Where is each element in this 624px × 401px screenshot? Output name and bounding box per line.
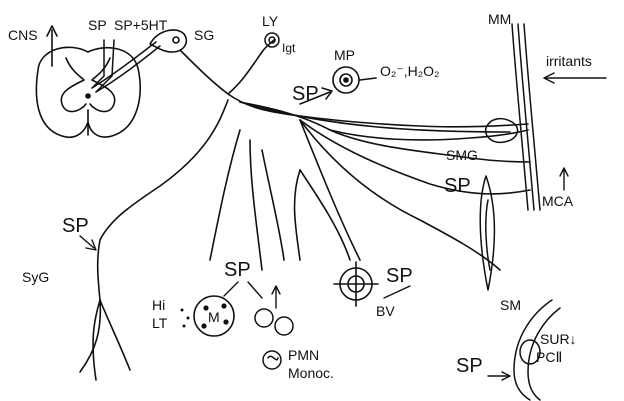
sp-arrow-mp (299, 87, 333, 105)
cns-arrow (46, 25, 58, 67)
sp-arrow-left (79, 235, 97, 251)
mca-arrow (559, 167, 569, 191)
label-sur: SUR↓ (540, 331, 577, 347)
label-mp: MP (334, 47, 355, 63)
label-cns: CNS (8, 27, 38, 43)
label-sp-top: SP (88, 17, 107, 33)
label-lt: LT (152, 315, 168, 331)
label-sp-smg: SP (444, 175, 471, 197)
m-cell (193, 295, 235, 337)
label-mm: MM (488, 11, 511, 27)
label-irritants: irritants (546, 53, 592, 69)
macrophage (332, 66, 377, 94)
lymphocyte (264, 32, 280, 48)
label-monoc: Monoc. (288, 365, 334, 381)
label-hi: Hi (152, 297, 165, 313)
label-smg: SMG (446, 147, 478, 163)
pmn-cells (254, 308, 294, 370)
nerve-branches (79, 39, 531, 381)
label-sp-bv: SP (386, 265, 413, 287)
smooth-muscle (479, 175, 496, 291)
spinal-cord (35, 46, 141, 138)
sp-arrow-bottom (487, 371, 511, 381)
label-ly: LY (262, 13, 279, 29)
label-sp-lower: SP (224, 259, 251, 281)
label-sp-bottom: SP (456, 355, 483, 377)
label-bv: BV (376, 303, 395, 319)
label-sp-left: SP (62, 215, 89, 237)
label-pc: PCⅡ (536, 349, 562, 365)
label-syg: SyG (22, 269, 49, 285)
sp-arrow-bv (383, 285, 411, 299)
mucous-membrane (511, 23, 541, 211)
label-sg: SG (194, 27, 214, 43)
label-igt: Igt (282, 41, 296, 55)
label-sm: SM (500, 297, 521, 313)
label-m: M (208, 309, 220, 325)
mediator-dots (180, 308, 190, 328)
sensory-ganglion (149, 29, 188, 53)
label-sp-5ht: SP+5HT (114, 17, 168, 33)
label-o2h2o2: O₂⁻,H₂O₂ (380, 63, 439, 79)
irritants-arrow (543, 72, 607, 84)
blood-vessel (333, 261, 379, 307)
label-sp-mid: SP (292, 83, 319, 105)
mast-cell (485, 117, 519, 144)
label-pmn: PMN (288, 347, 319, 363)
label-mca: MCA (542, 193, 574, 209)
sp-arrows-lower (223, 281, 281, 309)
pc-ii-cell (513, 299, 561, 401)
